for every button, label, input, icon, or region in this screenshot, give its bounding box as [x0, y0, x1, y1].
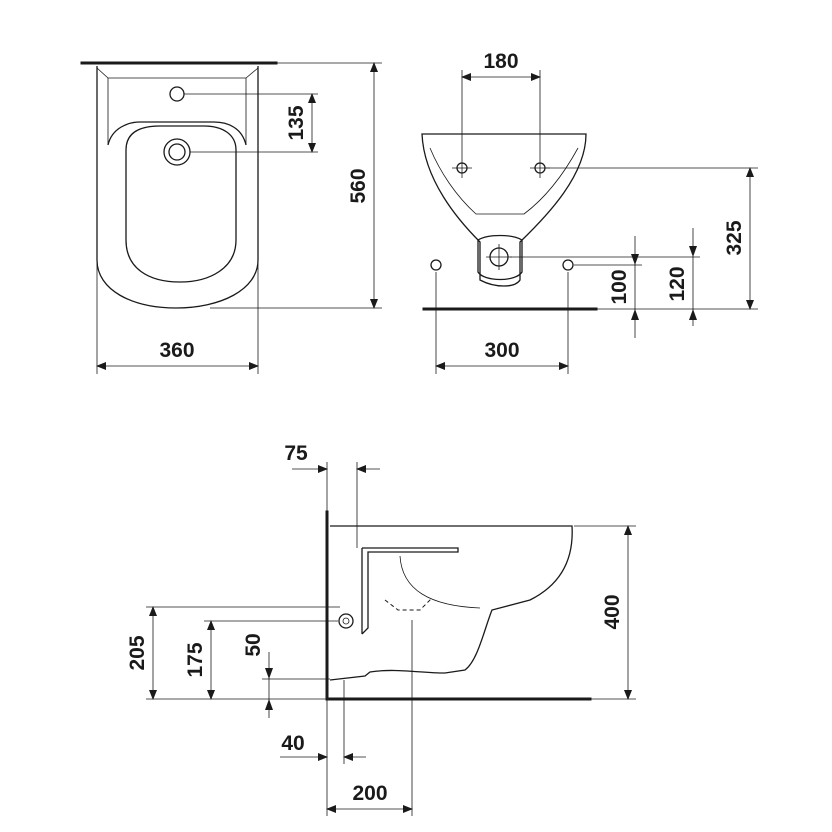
dim-label-50: 50 [242, 633, 265, 656]
overflow-hole-inner [168, 143, 186, 161]
dim-label-325: 325 [723, 220, 746, 255]
top-view-deck-curve [107, 121, 247, 146]
dim-label-175: 175 [184, 642, 207, 677]
overflow-hole-icon [163, 138, 191, 166]
dim-label-120: 120 [666, 266, 689, 301]
dim-arrow-120-bottom [689, 309, 697, 320]
side-view: 75 400 205 175 50 40 200 [126, 442, 636, 816]
dim-label-400: 400 [601, 594, 624, 629]
front-view-inner-curve [429, 147, 579, 215]
dim-label-300: 300 [484, 339, 519, 362]
dim-label-180: 180 [483, 50, 518, 73]
dim-arrow-120-top [689, 246, 697, 257]
dim-label-200: 200 [352, 782, 387, 805]
dim-label-135: 135 [285, 105, 308, 140]
top-view: 135 560 360 [80, 61, 382, 374]
top-view-rim-edge [96, 67, 259, 79]
front-view: 180 300 325 120 100 [421, 50, 758, 374]
dim-label-360: 360 [159, 339, 194, 362]
side-view-outline [329, 525, 573, 681]
dim-label-100: 100 [608, 269, 631, 304]
front-view-outline [421, 133, 587, 287]
top-view-bowl [125, 125, 237, 283]
side-view-rim [361, 547, 459, 635]
top-view-outline [96, 66, 259, 309]
dim-arrow-100-bottom [631, 309, 639, 320]
tap-hole-icon [169, 86, 185, 102]
inlet-hole-icon [338, 613, 354, 629]
dim-label-75: 75 [284, 442, 308, 465]
dim-arrow-50-top [265, 668, 273, 679]
side-view-bowl-curve [399, 555, 481, 609]
fixing-left-icon [430, 259, 442, 271]
side-view-hidden-trap [384, 597, 433, 611]
top-view-deck-edges [107, 78, 247, 145]
dim-label-40: 40 [281, 732, 304, 755]
dim-arrow-50-bottom [265, 699, 273, 710]
fixing-right-icon [562, 259, 574, 271]
dim-label-560: 560 [347, 168, 370, 203]
front-view-pedestal [477, 234, 523, 281]
inlet-hole-inner [342, 617, 350, 625]
dim-label-205: 205 [126, 635, 149, 670]
dim-arrow-100-top [631, 254, 639, 265]
